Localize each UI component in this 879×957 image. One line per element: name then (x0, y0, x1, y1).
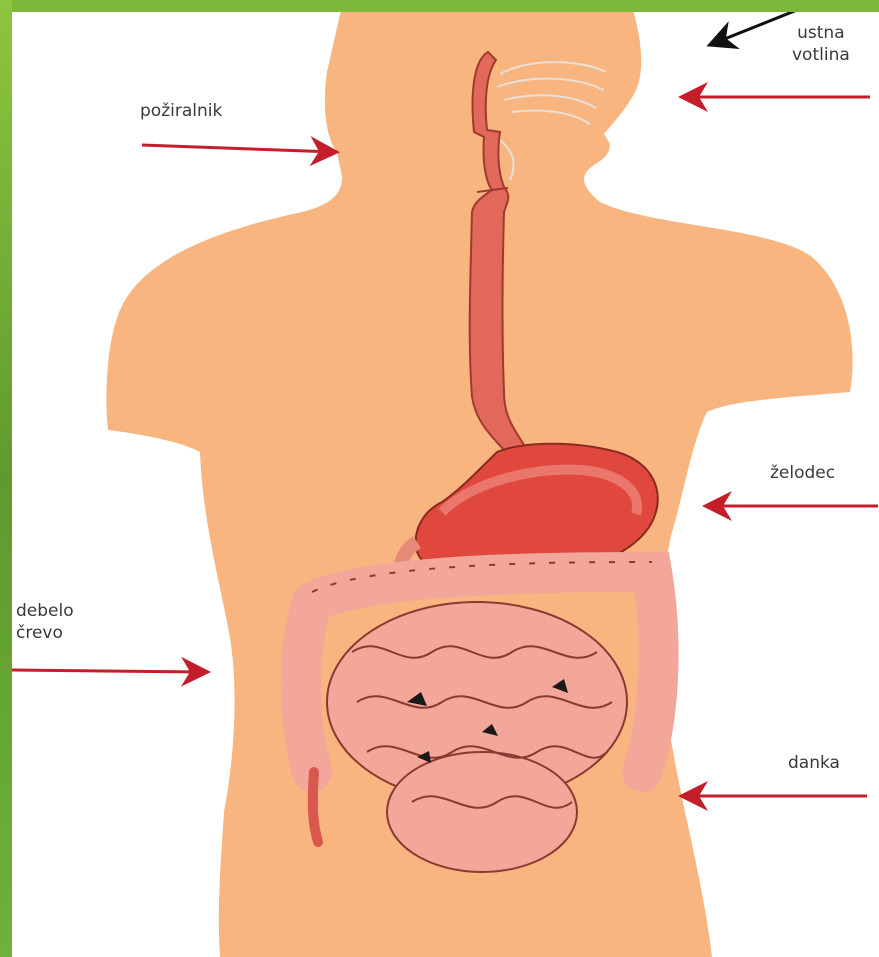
arrow-poziralnik (142, 145, 334, 152)
label-debelo-crevo: debelo črevo (16, 600, 74, 644)
diagram-panel: ustna votlina požiralnik želodec debelo … (12, 12, 879, 957)
arrow-debelo-crevo (12, 670, 205, 672)
frame-border-left (0, 0, 12, 957)
label-danka: danka (788, 752, 840, 774)
label-zelodec: želodec (770, 462, 835, 484)
digestive-system-illustration (12, 12, 879, 957)
label-ustna-votlina: ustna votlina (792, 22, 850, 66)
label-poziralnik: požiralnik (140, 100, 222, 122)
rectum (313, 772, 318, 842)
frame-border-top (0, 0, 879, 12)
